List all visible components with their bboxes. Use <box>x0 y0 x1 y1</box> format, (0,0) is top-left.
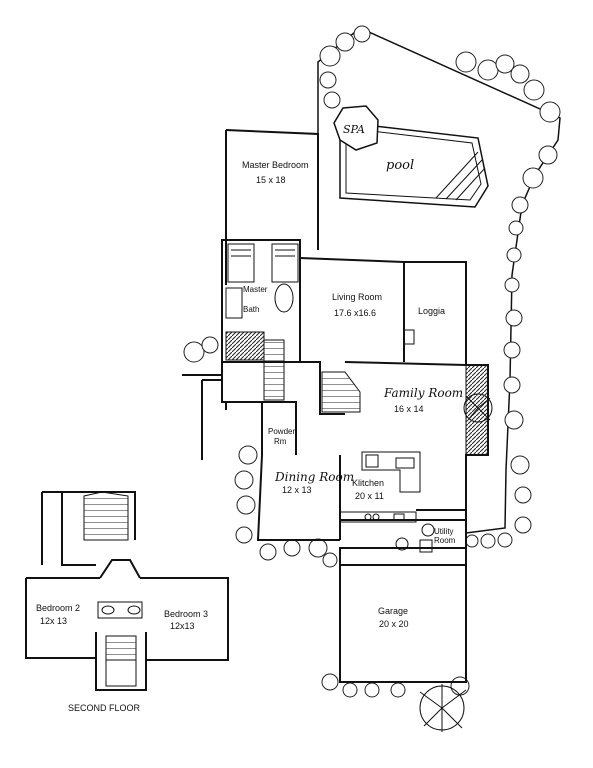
spa <box>333 105 379 151</box>
second-floor-stairs <box>83 491 129 541</box>
kitchen-island <box>361 451 421 493</box>
bathtub-basin <box>274 283 294 313</box>
utility-room-name-1: Utility <box>434 527 454 536</box>
spiral-stairs <box>321 371 361 413</box>
main-stairs <box>263 339 285 401</box>
bathtub <box>225 287 243 319</box>
bedroom-2-size: 12x 13 <box>40 616 68 626</box>
floor-caption: SECOND FLOOR <box>68 703 141 713</box>
second-floor-walls <box>25 491 229 691</box>
utility-appliances <box>395 523 435 553</box>
bedroom-3-name: Bedroom 3 <box>164 609 209 619</box>
powder-room-name-2: Rm <box>274 437 287 446</box>
master-bath-name-2: Bath <box>243 305 260 314</box>
loggia-name: Loggia <box>418 306 446 316</box>
second-floor-bath <box>97 601 143 687</box>
family-room-bar <box>465 364 489 456</box>
master-bedroom-name: Master Bedroom <box>242 160 309 170</box>
living-room-size: 17.6 x16.6 <box>334 308 377 318</box>
pool <box>339 121 489 208</box>
bedroom-3-size: 12x13 <box>170 621 195 631</box>
tree <box>419 684 467 732</box>
pool-yard <box>317 27 561 534</box>
dining-room-name: Dining Room <box>275 470 355 484</box>
dining-room-size: 12 x 13 <box>282 485 312 495</box>
garage-name: Garage <box>378 606 409 616</box>
family-room-size: 16 x 14 <box>394 404 424 414</box>
master-bedroom-size: 15 x 18 <box>256 175 286 185</box>
kitchen-counter <box>339 511 417 523</box>
fireplace <box>403 329 415 345</box>
pool-label: pool <box>386 158 415 173</box>
powder-room-name-1: Powder <box>268 427 296 436</box>
garage-size: 20 x 20 <box>379 619 409 629</box>
living-room-name: Living Room <box>332 292 383 302</box>
family-room-name: Family Room <box>384 386 464 400</box>
kitchen-size: 20 x 11 <box>355 491 384 501</box>
closets <box>227 243 299 283</box>
utility-room-name-2: Room <box>434 536 456 545</box>
master-bath-name-1: Master <box>243 285 268 294</box>
stairs-hatch <box>225 331 265 361</box>
spa-label: SPA <box>343 123 365 136</box>
kitchen-name: Klitchen <box>352 478 385 488</box>
bedroom-2-name: Bedroom 2 <box>36 603 81 613</box>
